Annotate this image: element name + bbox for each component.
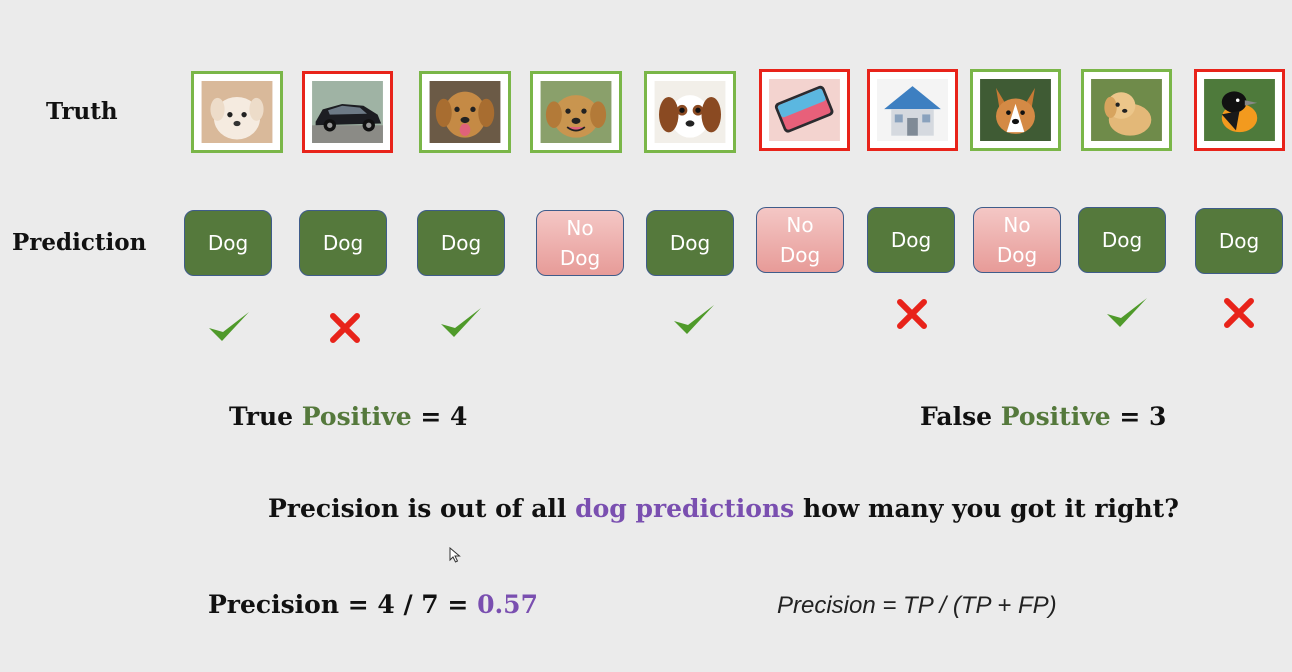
false-positive-value: = 3 <box>1119 402 1167 431</box>
cross-icon <box>330 313 360 343</box>
truth-image-house <box>867 69 958 151</box>
precision-value: 0.57 <box>477 590 538 619</box>
false-positive-count: False Positive = 3 <box>920 402 1166 431</box>
prediction-box-2: Dog <box>299 210 387 276</box>
true-positive-value: = 4 <box>420 402 468 431</box>
positive-word: Positive <box>301 402 412 431</box>
house-picture <box>877 79 948 141</box>
prediction-box-4: No Dog <box>536 210 624 276</box>
prediction-label-line1: No <box>786 213 814 237</box>
prediction-box-10: Dog <box>1195 208 1283 274</box>
prediction-label: Dog <box>207 231 249 255</box>
oriole-bird-picture <box>1204 79 1275 141</box>
truth-image-black-car <box>302 71 393 153</box>
prediction-box-8: No Dog <box>973 207 1061 273</box>
prediction-label-line2: Dog <box>559 246 601 270</box>
prediction-box-3: Dog <box>417 210 505 276</box>
truth-row-label: Truth <box>46 98 118 125</box>
false-word: False <box>920 402 993 431</box>
truth-image-smartphone <box>759 69 850 151</box>
prediction-box-1: Dog <box>184 210 272 276</box>
truth-image-golden-retriever-smiling <box>530 71 622 153</box>
prediction-label: Dog <box>669 231 711 255</box>
precision-result: Precision = 4 / 7 = 0.57 <box>208 590 538 619</box>
question-part2: how many you got it right? <box>802 494 1179 523</box>
spaniel-puppy-picture <box>654 81 726 143</box>
truth-image-corgi <box>970 69 1061 151</box>
truth-image-white-puppy <box>191 71 283 153</box>
prediction-box-7: Dog <box>867 207 955 273</box>
retriever-smiling-picture <box>540 81 612 143</box>
precision-expression: Precision = 4 / 7 = <box>208 590 469 619</box>
smartphone-picture <box>769 79 840 141</box>
white-puppy-picture <box>201 81 273 143</box>
true-word: True <box>229 402 294 431</box>
prediction-box-5: Dog <box>646 210 734 276</box>
prediction-label-line1: No <box>566 216 594 240</box>
cross-icon <box>1224 298 1254 328</box>
prediction-label-line2: Dog <box>779 243 821 267</box>
prediction-label-line1: No <box>1003 213 1031 237</box>
golden-puppy-picture <box>1091 79 1162 141</box>
truth-image-golden-retriever <box>419 71 511 153</box>
truth-image-golden-puppy <box>1081 69 1172 151</box>
check-icon <box>674 305 714 334</box>
prediction-label: Dog <box>1101 228 1143 252</box>
check-icon <box>1107 298 1147 327</box>
prediction-row-label: Prediction <box>12 229 147 256</box>
corgi-picture <box>980 79 1051 141</box>
truth-image-spaniel-puppy <box>644 71 736 153</box>
precision-question: Precision is out of all dog predictions … <box>268 494 1179 523</box>
question-highlight: dog predictions <box>575 494 795 523</box>
true-positive-count: True Positive = 4 <box>229 402 467 431</box>
prediction-label: Dog <box>322 231 364 255</box>
golden-retriever-picture <box>429 81 501 143</box>
prediction-box-9: Dog <box>1078 207 1166 273</box>
question-part1: Precision is out of all <box>268 494 567 523</box>
prediction-label-line2: Dog <box>996 243 1038 267</box>
prediction-label: Dog <box>1218 229 1260 253</box>
prediction-label: Dog <box>890 228 932 252</box>
positive-word: Positive <box>1000 402 1111 431</box>
cross-icon <box>897 299 927 329</box>
prediction-box-6: No Dog <box>756 207 844 273</box>
mouse-cursor-icon <box>449 547 461 563</box>
prediction-label: Dog <box>440 231 482 255</box>
precision-formula: Precision = TP / (TP + FP) <box>777 592 1057 619</box>
check-icon <box>209 312 249 341</box>
truth-image-oriole-bird <box>1194 69 1285 151</box>
check-icon <box>441 308 481 337</box>
car-picture <box>312 81 383 143</box>
